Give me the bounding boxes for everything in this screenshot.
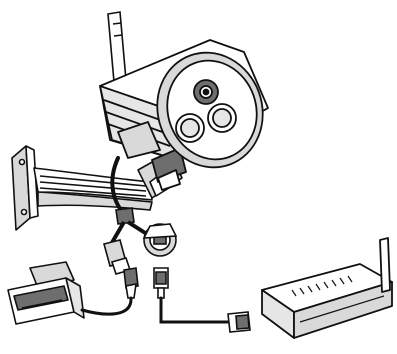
ethernet-jack xyxy=(144,224,176,256)
wifi-router xyxy=(262,238,392,338)
camera-lens xyxy=(194,80,218,104)
rj45-plug xyxy=(154,268,168,298)
power-cable xyxy=(82,298,131,314)
ethernet-cable xyxy=(161,298,228,322)
power-adapter xyxy=(8,262,84,324)
dc-power-plug xyxy=(124,268,138,298)
rj45-plug-router xyxy=(228,312,250,332)
router-antenna xyxy=(380,238,390,292)
